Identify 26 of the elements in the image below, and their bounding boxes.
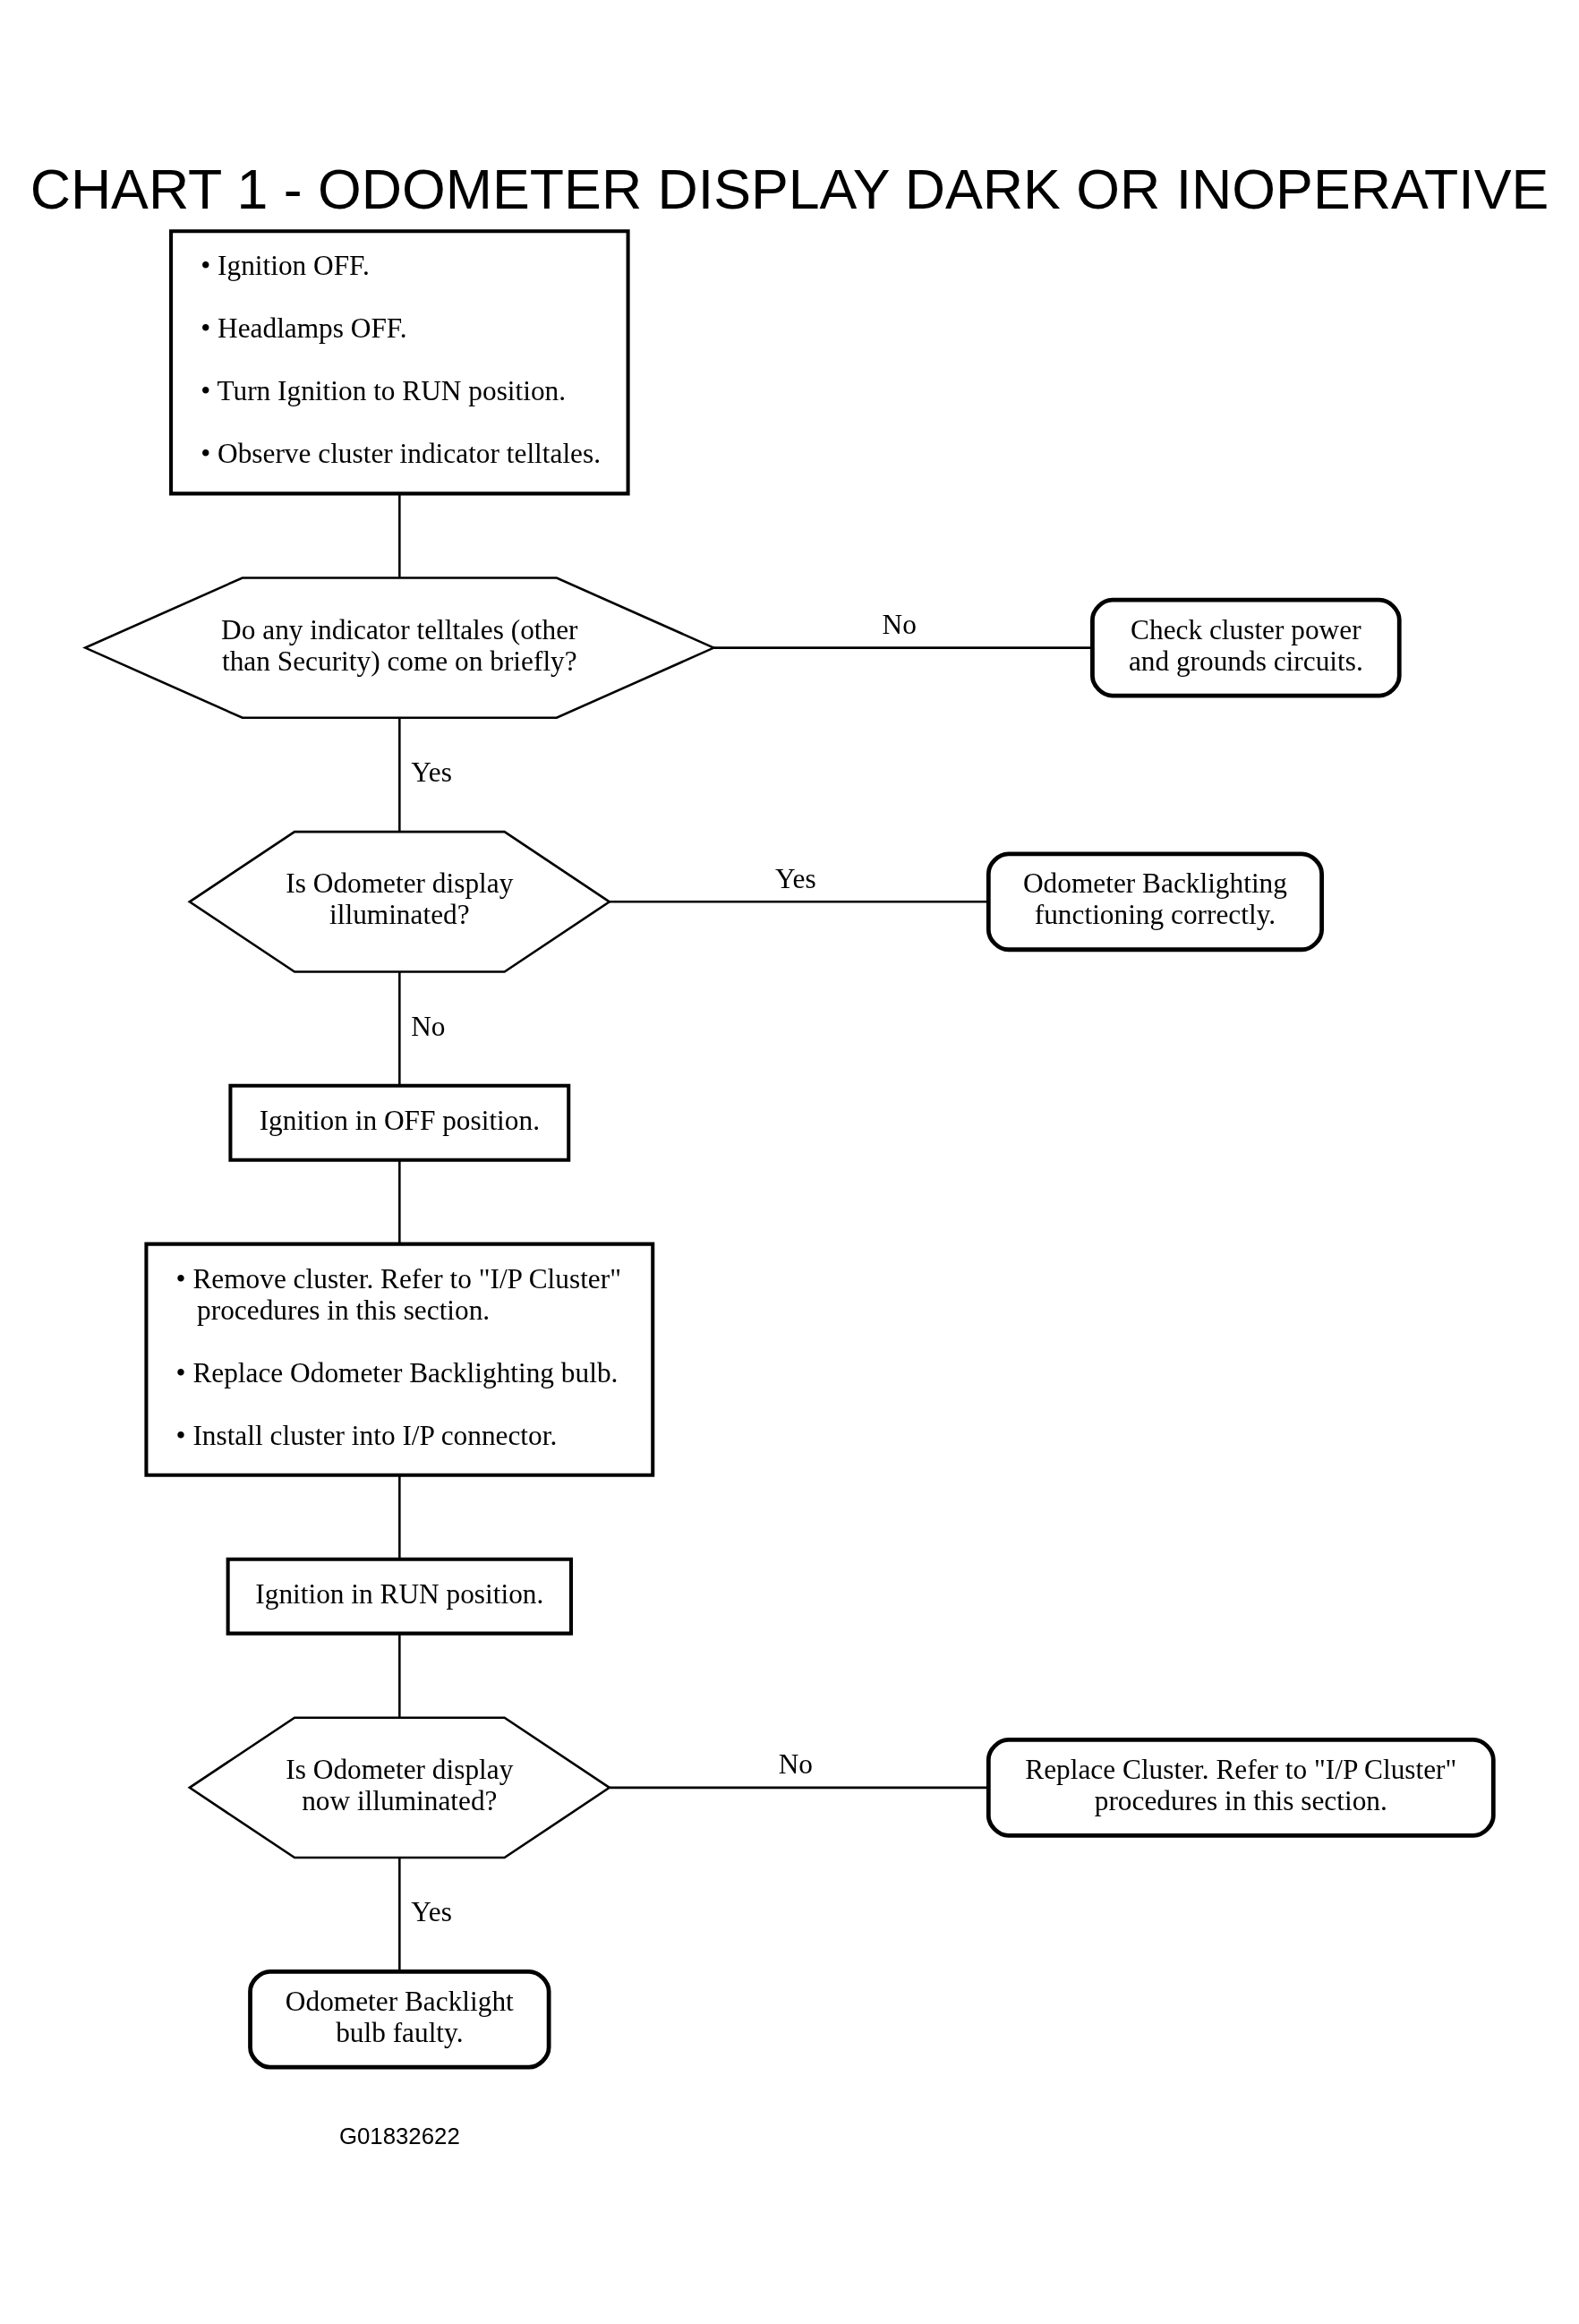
edge-label: No bbox=[882, 608, 917, 640]
connector bbox=[398, 1633, 401, 1718]
node-box: Ignition in OFF position. bbox=[228, 1083, 571, 1162]
edge-label: No bbox=[778, 1747, 813, 1780]
node-box: Check cluster power and grounds circuits. bbox=[1090, 597, 1402, 697]
node-box: Odometer Backlight bulb faulty. bbox=[248, 1969, 551, 2070]
connector bbox=[398, 1474, 401, 1559]
node-box: Odometer Backlighting functioning correctly. bbox=[986, 850, 1324, 952]
edge-label: Yes bbox=[774, 862, 816, 894]
connector bbox=[398, 717, 401, 832]
node-box: • Remove cluster. Refer to "I/P Cluster" procedures in this section. • Replace Odometer Backlighting bulb. • Install cluster into I/P connector. bbox=[144, 1242, 655, 1477]
edge-label: No bbox=[411, 1010, 446, 1042]
diagram-title: CHART 1 - ODOMETER DISPLAY DARK OR INOPERATIVE bbox=[30, 157, 1549, 220]
label: G01832622 bbox=[338, 2123, 460, 2149]
node-box: • Ignition OFF. • Headlamps OFF. • Turn Ignition to RUN position. • Observe cluster indicator telltales. bbox=[169, 228, 630, 495]
edge-label: Yes bbox=[411, 756, 452, 788]
connector bbox=[398, 1857, 401, 1971]
node-box: Ignition in RUN position. bbox=[226, 1557, 574, 1636]
connector bbox=[398, 971, 401, 1086]
connector bbox=[398, 493, 401, 577]
connector bbox=[398, 1159, 401, 1244]
connector bbox=[713, 645, 1093, 649]
connector bbox=[610, 1786, 988, 1789]
edge-label: Yes bbox=[411, 1895, 452, 1927]
node-box: Replace Cluster. Refer to "I/P Cluster" procedures in this section. bbox=[986, 1737, 1496, 1838]
connector bbox=[609, 900, 988, 903]
